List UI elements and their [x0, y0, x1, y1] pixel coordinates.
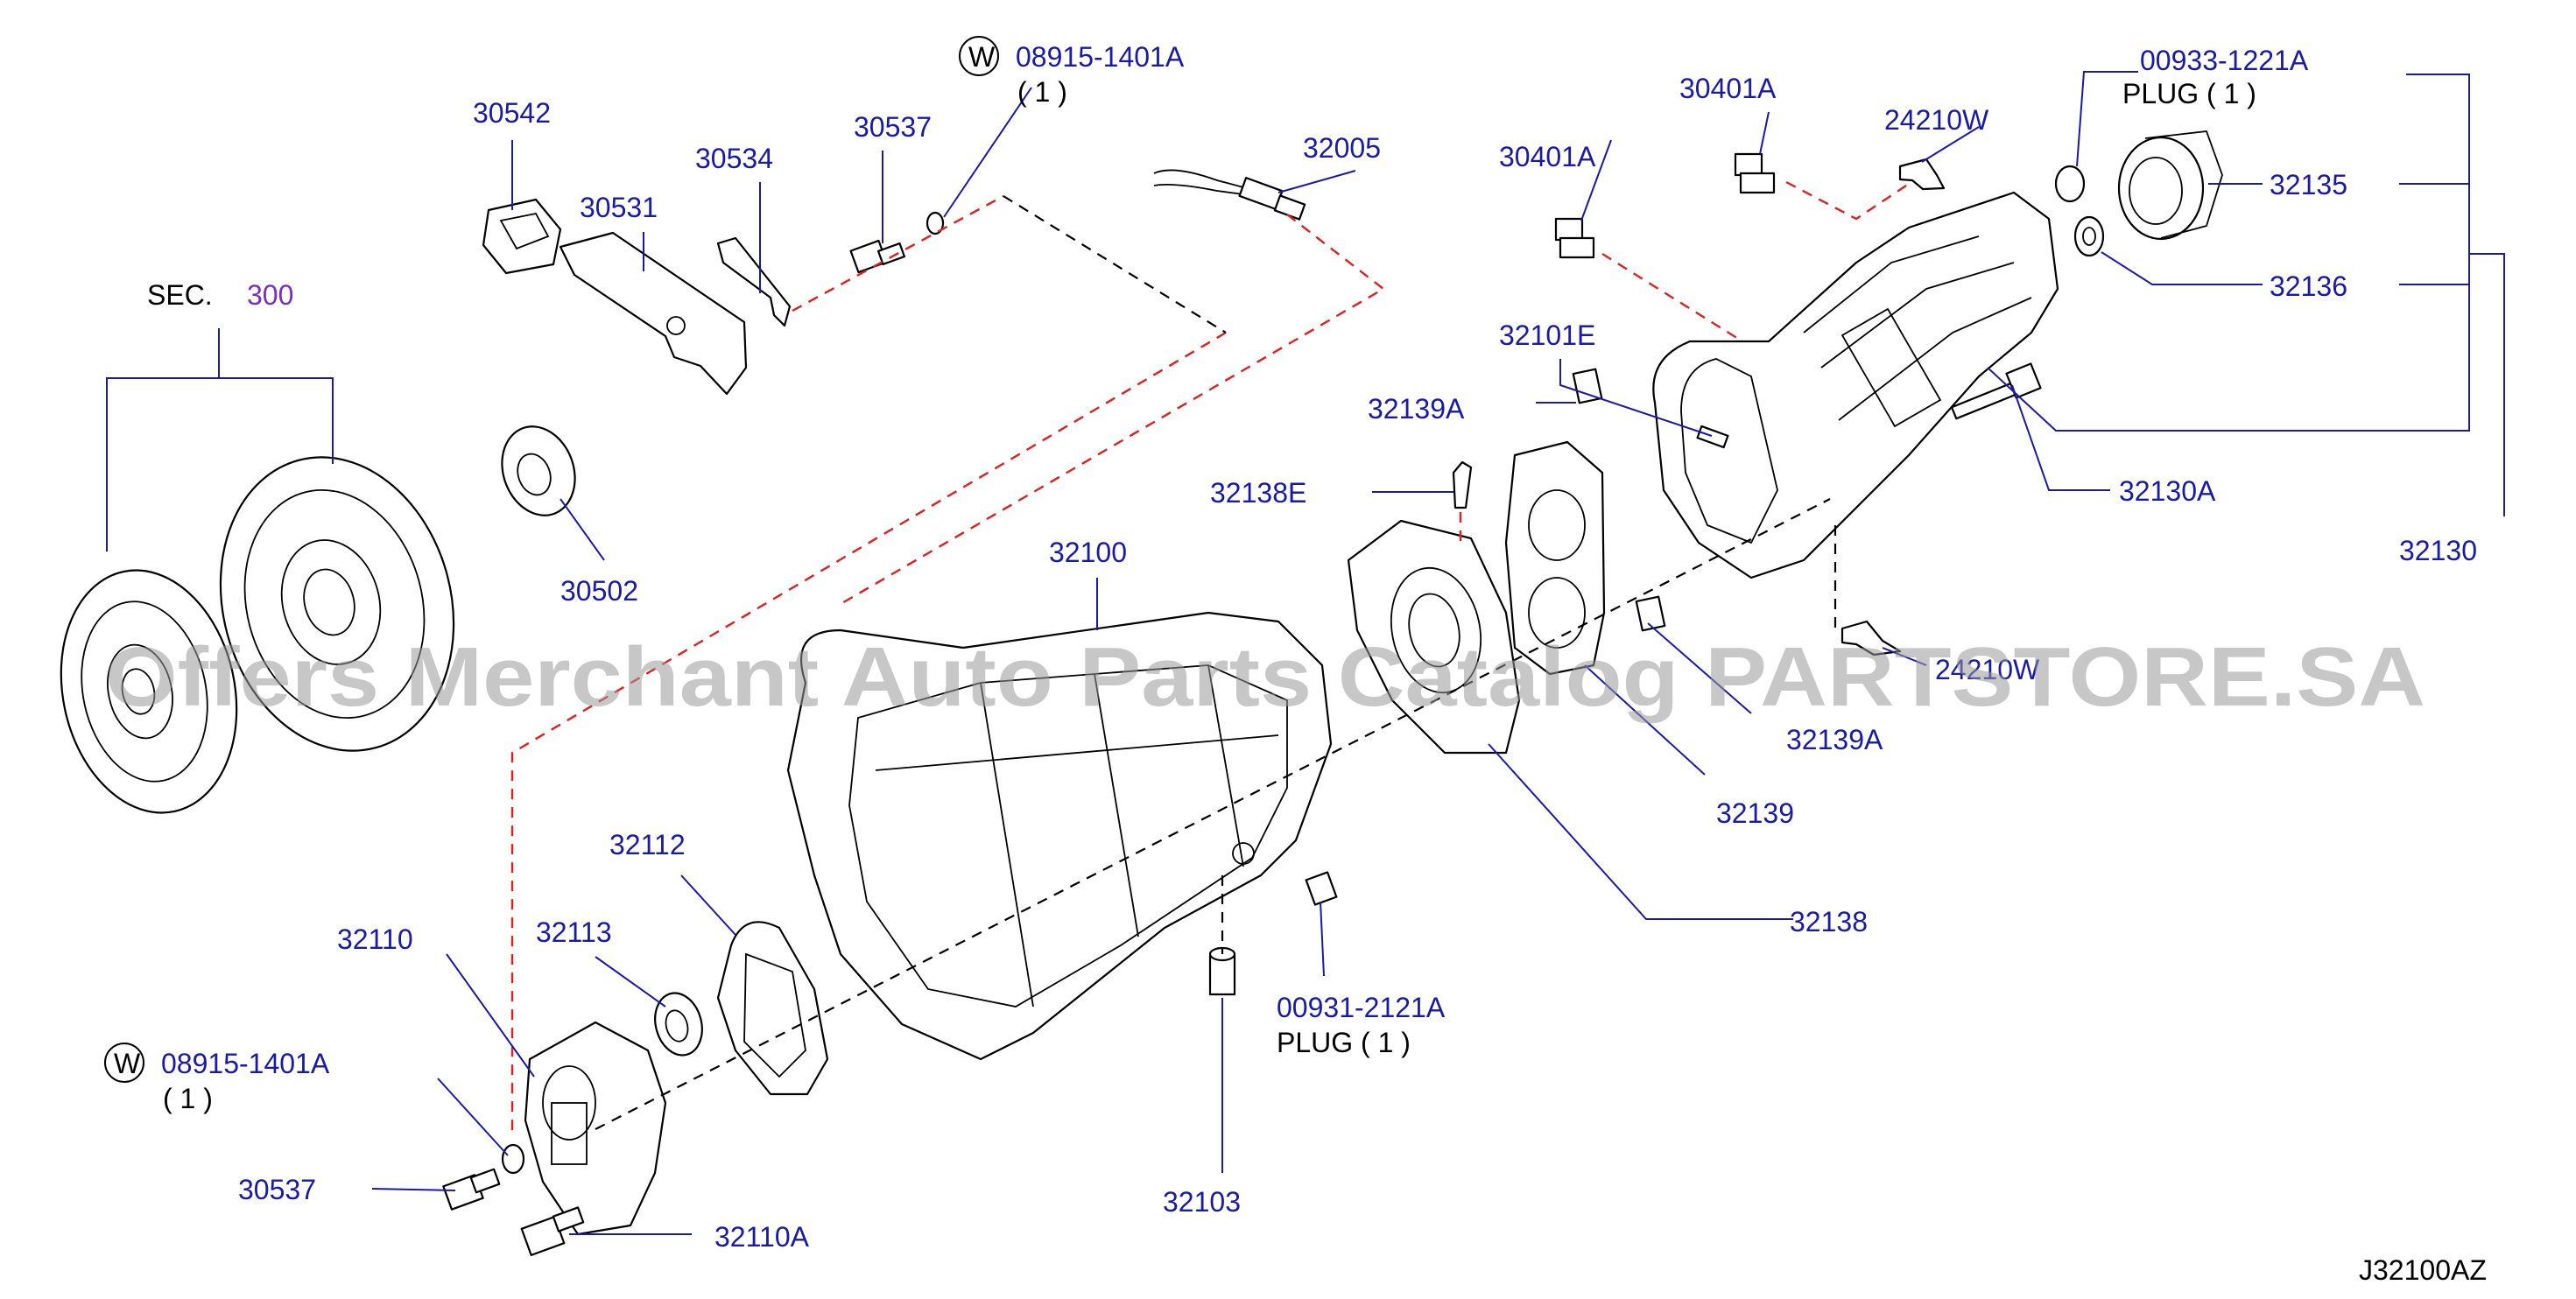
- qty-08915-bottom: ( 1 ): [163, 1083, 213, 1114]
- label-32101E[interactable]: 32101E: [1499, 319, 1595, 351]
- watermark: Offers Merchant Auto Parts Catalog PARTS…: [105, 630, 2425, 724]
- label-32139A-bottom[interactable]: 32139A: [1786, 724, 1883, 755]
- label-32138[interactable]: 32138: [1790, 906, 1868, 937]
- bolt-30537-bottom[interactable]: [442, 1168, 501, 1211]
- label-00931[interactable]: 00931-2121A: [1277, 992, 1446, 1023]
- label-32138E[interactable]: 32138E: [1210, 477, 1306, 509]
- clutch-housing-32100[interactable]: [786, 611, 1333, 1061]
- clutch-cover[interactable]: [188, 431, 485, 777]
- label-24210W-top[interactable]: 24210W: [1884, 104, 1989, 136]
- label-30537-top[interactable]: 30537: [854, 111, 932, 143]
- clip-24210W-top[interactable]: [1898, 158, 1946, 191]
- seal-32135[interactable]: [2117, 130, 2223, 241]
- w-symbol-bottom-letter: W: [114, 1048, 141, 1079]
- extension-housing-32130[interactable]: [1652, 191, 2059, 579]
- breather-30401A-a[interactable]: [1554, 217, 1595, 259]
- assembly-line-red-left: [510, 331, 1227, 1138]
- oil-seal-32113[interactable]: [649, 987, 709, 1060]
- label-32100[interactable]: 32100: [1049, 537, 1127, 568]
- breather-30401A-b[interactable]: [1734, 152, 1776, 194]
- label-08915-top[interactable]: 08915-1401A: [1016, 41, 1185, 73]
- lever-30531[interactable]: [559, 231, 748, 396]
- label-32112[interactable]: 32112: [609, 829, 686, 860]
- w-symbol-top: [959, 36, 999, 76]
- bolt-30537-top[interactable]: [849, 239, 906, 274]
- adapter-plate-32138[interactable]: [1347, 519, 1521, 755]
- bolt-32139A-top[interactable]: [1572, 368, 1603, 404]
- plug-00931[interactable]: [1305, 871, 1338, 906]
- label-30537-bottom[interactable]: 30537: [238, 1174, 316, 1205]
- label-32136[interactable]: 32136: [2270, 270, 2347, 302]
- assembly-line-black-top: [1003, 195, 1227, 334]
- label-sec: SEC.: [147, 279, 213, 311]
- plug-00933[interactable]: [2054, 165, 2086, 203]
- boot-30542[interactable]: [482, 198, 562, 275]
- clutch-disc[interactable]: [39, 554, 258, 830]
- label-24210W-bottom[interactable]: 24210W: [1935, 654, 2040, 685]
- label-30542[interactable]: 30542: [473, 97, 551, 129]
- label-00933[interactable]: 00933-1221A: [2140, 45, 2309, 76]
- w-symbol-bottom: [104, 1043, 144, 1083]
- label-sec-300[interactable]: 300: [247, 279, 293, 311]
- label-32103[interactable]: 32103: [1163, 1186, 1241, 1218]
- label-30531[interactable]: 30531: [580, 192, 658, 223]
- label-32139A-top[interactable]: 32139A: [1368, 393, 1465, 425]
- plug-00933-qty: PLUG ( 1 ): [2122, 78, 2256, 109]
- bolt-32130A[interactable]: [1950, 362, 2042, 420]
- washer-bottom[interactable]: [501, 1143, 525, 1175]
- label-32135[interactable]: 32135: [2270, 169, 2347, 200]
- switch-32005[interactable]: [1153, 169, 1306, 221]
- label-32110[interactable]: 32110: [337, 923, 413, 955]
- qty-08915-top: ( 1 ): [1017, 76, 1067, 108]
- label-30502[interactable]: 30502: [560, 575, 638, 607]
- label-32130A[interactable]: 32130A: [2119, 475, 2216, 507]
- pin-32138E[interactable]: [1452, 460, 1473, 509]
- w-symbol-top-letter: W: [968, 41, 996, 73]
- label-32139[interactable]: 32139: [1716, 797, 1794, 829]
- assembly-line-black-axis: [595, 498, 1831, 1130]
- gasket-32112[interactable]: [716, 921, 829, 1096]
- assembly-line-red-lever: [792, 194, 1004, 312]
- clip-24210W-bottom[interactable]: [1841, 620, 1902, 657]
- bolt-32110A[interactable]: [520, 1206, 585, 1256]
- assembly-line-red-switch: [840, 214, 1386, 606]
- diagram-code: J32100AZ: [2359, 1254, 2487, 1286]
- plug-00931-qty: PLUG ( 1 ): [1277, 1027, 1411, 1058]
- label-32110A[interactable]: 32110A: [714, 1221, 810, 1253]
- label-30401A-b[interactable]: 30401A: [1679, 73, 1777, 104]
- label-30534[interactable]: 30534: [695, 143, 773, 174]
- bearing-retainer-32139[interactable]: [1504, 440, 1606, 676]
- label-32130[interactable]: 32130: [2399, 535, 2477, 566]
- label-08915-bottom[interactable]: 08915-1401A: [161, 1048, 330, 1079]
- washer-32136[interactable]: [2073, 215, 2105, 257]
- label-32005[interactable]: 32005: [1303, 132, 1381, 164]
- label-32113[interactable]: 32113: [536, 916, 612, 948]
- assembly-line-red-breather2: [1785, 180, 1910, 221]
- assembly-line-red-breather: [1601, 252, 1743, 343]
- washer-top[interactable]: [926, 211, 945, 235]
- spring-30534[interactable]: [716, 236, 792, 327]
- leader-lines: [106, 71, 2505, 1235]
- plug-32103[interactable]: [1208, 946, 1236, 996]
- release-bearing-30502[interactable]: [490, 416, 588, 525]
- label-30401A-a[interactable]: 30401A: [1499, 141, 1596, 172]
